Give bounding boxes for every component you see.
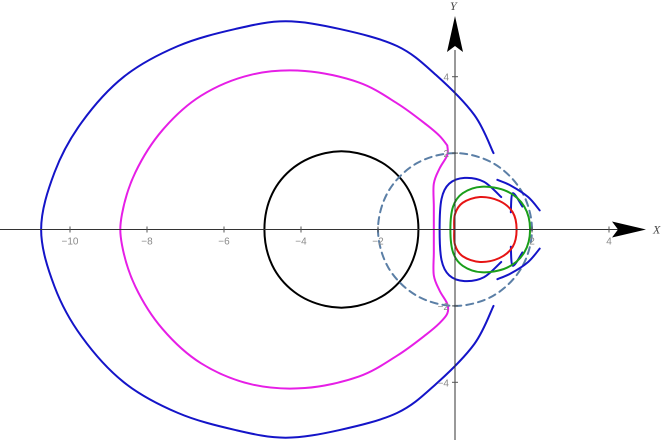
x-tick-label: −2 bbox=[372, 237, 384, 248]
x-tick-label: −8 bbox=[141, 237, 153, 248]
x-tick-label: 4 bbox=[606, 237, 612, 248]
y-tick-label: −2 bbox=[438, 302, 450, 313]
x-axis-arrowhead bbox=[612, 221, 646, 238]
curve-6 bbox=[496, 178, 541, 212]
y-tick-label: 2 bbox=[443, 149, 449, 160]
curve-9 bbox=[509, 245, 524, 267]
curve-8 bbox=[509, 192, 524, 214]
curve-7 bbox=[496, 247, 541, 281]
curve-2 bbox=[119, 69, 450, 390]
y-axis-label: Y bbox=[450, 0, 458, 13]
y-tick-label: 4 bbox=[443, 73, 449, 84]
x-tick-label: −10 bbox=[62, 237, 79, 248]
x-tick-label: −6 bbox=[218, 237, 230, 248]
ticks-layer: −10 −8 −6 −4 −2 2 4 4 2 −2 −4 bbox=[62, 73, 613, 390]
y-axis-arrowhead bbox=[447, 16, 463, 52]
y-tick-label: −4 bbox=[438, 378, 450, 389]
x-tick-label: 2 bbox=[529, 237, 535, 248]
x-axis-label: X bbox=[652, 223, 661, 237]
x-tick-label: −4 bbox=[295, 237, 307, 248]
